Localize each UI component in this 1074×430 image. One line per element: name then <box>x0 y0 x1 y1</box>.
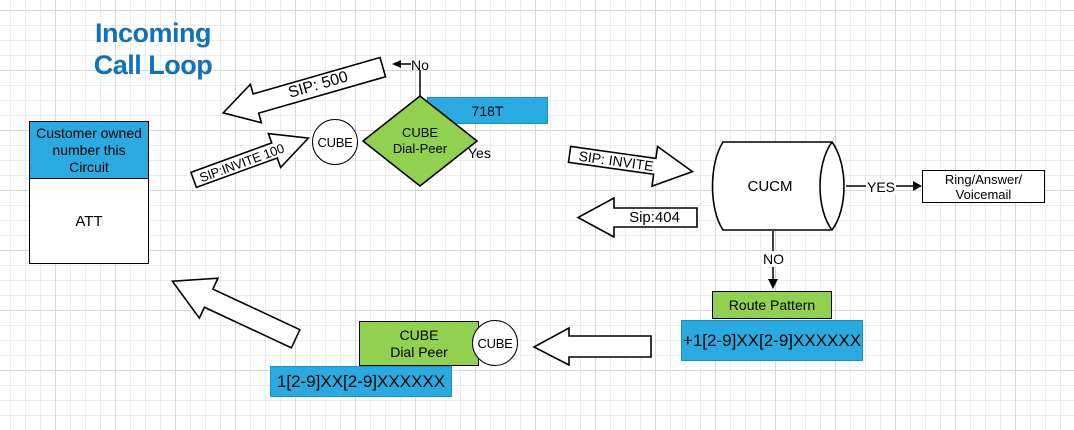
left-block-arrow-shape <box>576 197 698 238</box>
plus1-pattern-tag: +1[2-9]XX[2-9]XXXXXX <box>681 320 863 361</box>
right-block-arrow-shape <box>189 132 311 189</box>
ring-box-line1: Ring/Answer/ <box>944 171 1023 187</box>
right-arrowhead-icon <box>913 181 922 191</box>
sip-invite-label: SIP: INVITE <box>577 147 655 175</box>
diamond-label-line2: Dial-Peer <box>392 141 448 156</box>
sip-invite-arrow: SIP: INVITE <box>565 132 698 193</box>
cube-dial-peer-diamond: CUBE Dial-Peer <box>361 94 479 188</box>
return-to-att-arrow <box>160 259 307 362</box>
cube-dial-peer-line1: CUBE <box>399 326 439 343</box>
cube-circle-bottom: CUBE <box>472 320 518 366</box>
cube-dial-peer-node: CUBE Dial Peer <box>359 321 479 366</box>
left-block-arrow-shape <box>532 327 652 366</box>
cube-dial-peer-line2: Dial Peer <box>390 343 448 360</box>
no-connector-label: NO <box>762 251 785 267</box>
diamond-shape <box>361 94 479 188</box>
cucm-node: CUCM <box>710 139 847 233</box>
left-block-arrow-shape <box>170 277 301 349</box>
sip-404-label: Sip:404 <box>629 209 680 226</box>
left-arrowhead-icon <box>392 60 401 68</box>
sip-500-arrow: SIP: 500 <box>216 46 391 133</box>
cucm-label: CUCM <box>747 177 793 195</box>
no-branch-label: No <box>411 57 429 73</box>
pattern-1-tag: 1[2-9]XX[2-9]XXXXXX <box>270 366 452 397</box>
ring-box-line2: Voicemail <box>955 186 1012 202</box>
page-title-line2: Call Loop <box>93 50 213 80</box>
diamond-label-line1: CUBE <box>401 125 439 140</box>
route-pattern-node: Route Pattern <box>712 291 832 319</box>
customer-owned-number-header: Customer owned number this Circuit <box>30 122 148 179</box>
page-title: Incoming Call Loop <box>83 17 223 81</box>
no-branch-connector <box>392 60 421 98</box>
yes-connector-label: YES <box>866 179 897 195</box>
att-label: ATT <box>75 212 103 230</box>
sip-404-arrow: Sip:404 <box>576 197 699 238</box>
page-title-line1: Incoming <box>95 18 212 48</box>
sip-invite-100-label: SIP:INVITE 100 <box>197 140 286 185</box>
sip-invite-100-arrow: SIP:INVITE 100 <box>185 119 317 200</box>
yes-branch-label: Yes <box>468 145 491 161</box>
flow-left-arrow <box>532 327 653 366</box>
left-block-arrow-shape <box>221 56 387 124</box>
customer-att-node: Customer owned number this Circuit ATT <box>29 121 149 264</box>
down-arrowhead-icon <box>768 279 778 289</box>
ring-answer-voicemail-node: Ring/Answer/ Voicemail <box>922 170 1045 203</box>
cube-circle-top: CUBE <box>312 119 358 165</box>
right-block-arrow-shape <box>567 145 695 188</box>
cylinder-rim <box>819 141 833 231</box>
